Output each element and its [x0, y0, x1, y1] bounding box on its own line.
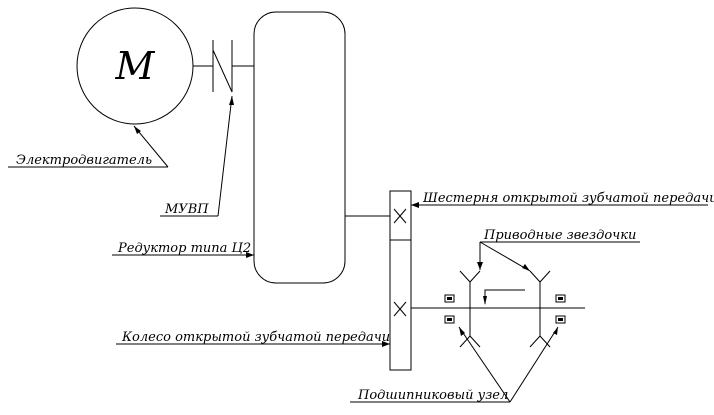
label-wheel-group: Колесо открытой зубчатой передачи — [116, 330, 390, 347]
shaft-key-mark — [484, 289, 525, 304]
label-sprockets-leader-right — [479, 241, 531, 272]
label-pinion: Шестерня открытой зубчатой передачи — [422, 191, 714, 206]
label-sprockets-group: Приводные звездочки — [477, 228, 640, 272]
label-motor-group: Электродвигатель — [8, 125, 169, 168]
coupling-diagonal — [212, 49, 233, 93]
shaft-key-arrow — [483, 296, 487, 305]
label-bearing-leader-right — [509, 326, 559, 403]
gear-bar — [389, 190, 412, 371]
label-bearing-leader-left — [458, 326, 511, 403]
motor-symbol: M — [115, 44, 156, 88]
wheel-cross — [393, 301, 407, 317]
coupling — [193, 40, 254, 93]
reducer-body — [253, 11, 346, 284]
label-pinion-group: Шестерня открытой зубчатой передачи — [411, 191, 714, 208]
label-coupling: МУВП — [164, 202, 209, 217]
bearing-right — [555, 294, 566, 324]
sprocket-left — [459, 270, 481, 348]
label-wheel: Колесо открытой зубчатой передачи — [121, 330, 390, 345]
motor: M — [76, 7, 194, 125]
label-bearing: Подшипниковый узел — [357, 388, 508, 403]
label-reducer: Редуктор типа Ц2 — [117, 241, 251, 256]
open-gear-train — [389, 190, 412, 371]
label-coupling-leader — [217, 95, 233, 217]
label-reducer-group: Редуктор типа Ц2 — [112, 241, 254, 258]
label-sprockets: Приводные звездочки — [483, 228, 636, 243]
label-bearing-group: Подшипниковый узел — [350, 326, 559, 403]
label-motor: Электродвигатель — [16, 153, 152, 168]
pinion-cross — [393, 208, 407, 224]
bearing-left — [444, 294, 455, 324]
sprocket-right — [529, 270, 551, 348]
label-motor-leader — [133, 125, 169, 168]
label-coupling-group: МУВП — [160, 95, 234, 217]
